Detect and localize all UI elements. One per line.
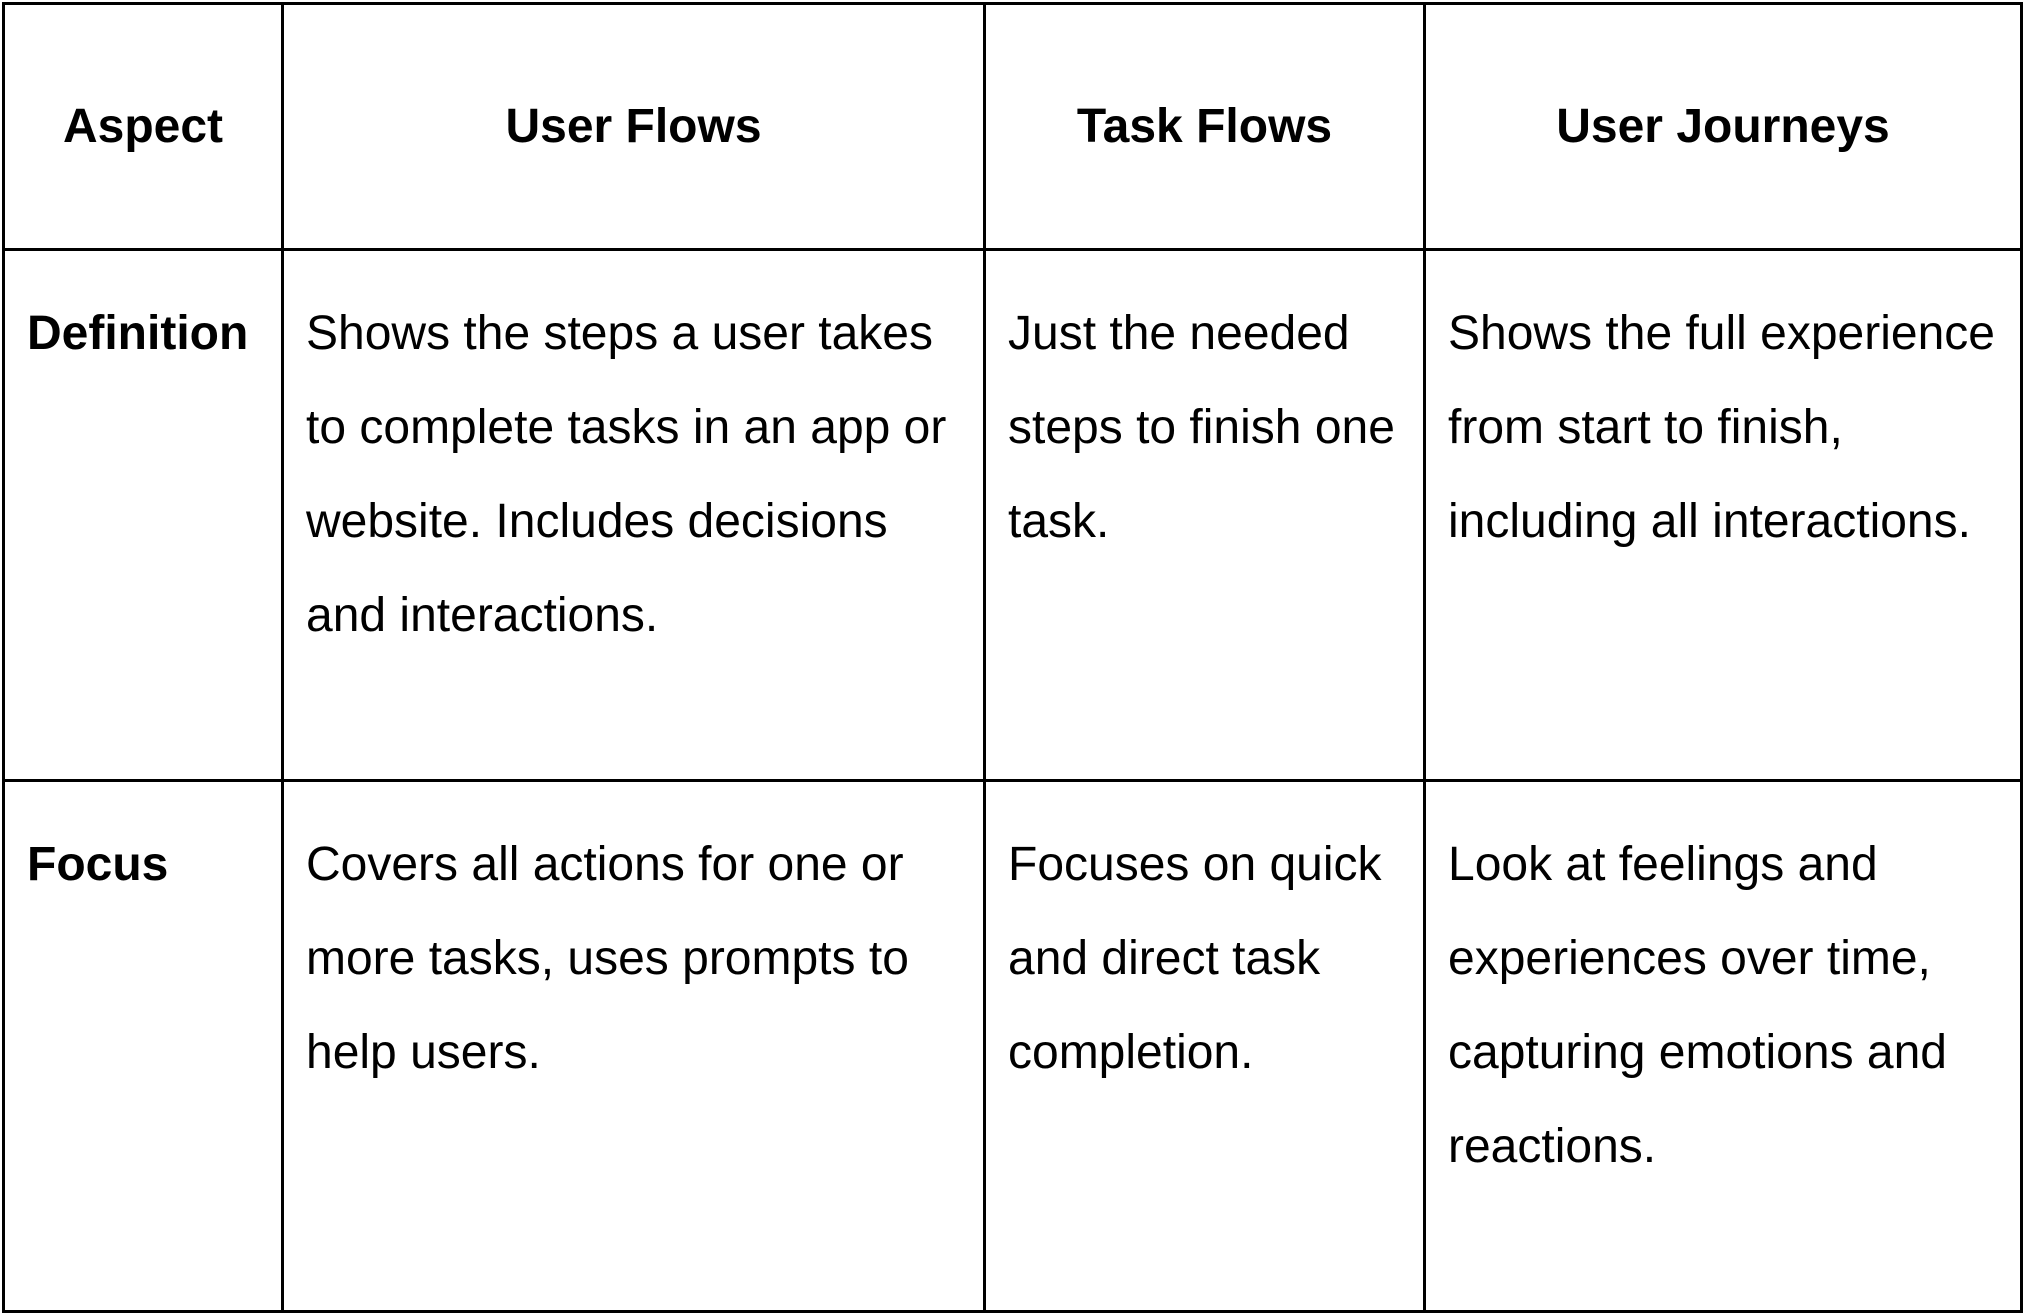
table-row-definition: Definition Shows the steps a user takes … (2, 248, 2023, 782)
task-flows-cell-focus: Focuses on quick and direct task complet… (983, 779, 1426, 1313)
user-flows-cell-definition: Shows the steps a user takes to complete… (281, 248, 986, 782)
user-journeys-cell-definition: Shows the full experience from start to … (1423, 248, 2023, 782)
aspect-cell-focus: Focus (2, 779, 284, 1313)
header-aspect: Aspect (2, 2, 284, 251)
user-journeys-cell-focus: Look at feelings and experiences over ti… (1423, 779, 2023, 1313)
header-row: Aspect User Flows Task Flows User Journe… (2, 2, 2023, 251)
header-user-flows: User Flows (281, 2, 986, 251)
aspect-cell-definition: Definition (2, 248, 284, 782)
header-user-journeys: User Journeys (1423, 2, 2023, 251)
task-flows-cell-definition: Just the needed steps to finish one task… (983, 248, 1426, 782)
table-row-focus: Focus Covers all actions for one or more… (2, 779, 2023, 1313)
table-header: Aspect User Flows Task Flows User Journe… (2, 2, 2023, 251)
user-flows-cell-focus: Covers all actions for one or more tasks… (281, 779, 986, 1313)
table-body: Definition Shows the steps a user takes … (2, 248, 2023, 1313)
header-task-flows: Task Flows (983, 2, 1426, 251)
